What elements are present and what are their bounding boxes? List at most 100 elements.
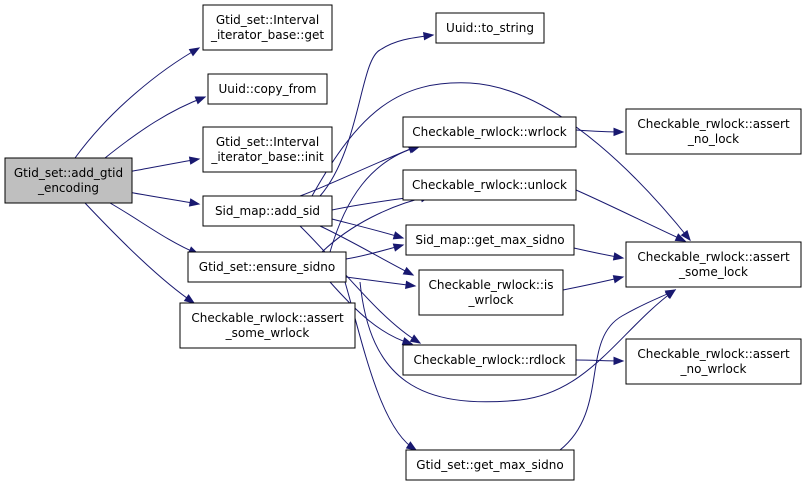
- edge-line: [345, 276, 416, 287]
- edge-line: [109, 202, 199, 255]
- edge-wrlock-to-assert_no_lock: [575, 127, 625, 137]
- edge-ensure_sidno-to-sid_get_max: [345, 243, 405, 260]
- edge-line: [329, 281, 413, 345]
- node-box: [418, 269, 564, 316]
- node-rdlock[interactable]: Checkable_rwlock::rdlock: [402, 344, 577, 376]
- node-ensure-sidno[interactable]: Gtid_set::ensure_sidno: [187, 251, 347, 283]
- node-iter-get[interactable]: Gtid_set::Interval_iterator_base::get: [202, 4, 333, 51]
- node-box: [435, 12, 545, 44]
- edge-unlock-to-assert_some_lock: [575, 189, 687, 242]
- node-label: Gtid_set::get_max_sidno: [416, 458, 563, 472]
- nodes-layer: Gtid_set::add_gtid_encoding Gtid_set::Int…: [4, 4, 802, 481]
- edge-arrowhead: [188, 156, 201, 165]
- edge-sid_add-to-sid_get_max: [331, 218, 405, 240]
- edge-arrowhead: [664, 289, 677, 299]
- node-label: Checkable_rwlock::rdlock: [413, 353, 565, 367]
- node-assert-some-lock[interactable]: Checkable_rwlock::assert_some_lock: [625, 241, 802, 288]
- node-gtid-get-max[interactable]: Gtid_set::get_max_sidno: [405, 449, 575, 481]
- edge-sid_add-to-uuid_to_string: [319, 32, 435, 197]
- edge-root-to-assert_some_wrlock: [84, 202, 196, 304]
- node-box: [207, 73, 328, 105]
- edge-line: [319, 225, 414, 276]
- edge-root-to-sid_add: [127, 191, 201, 207]
- node-label: Gtid_set::ensure_sidno: [199, 260, 335, 274]
- edge-arrowhead: [183, 294, 196, 304]
- node-box: [625, 338, 802, 385]
- edge-line: [104, 96, 206, 159]
- node-wrlock[interactable]: Checkable_rwlock::wrlock: [402, 116, 577, 148]
- node-box: [187, 251, 347, 283]
- edge-arrowhead: [612, 275, 625, 284]
- node-uuid-to-string[interactable]: Uuid::to_string: [435, 12, 545, 44]
- node-box: [402, 169, 577, 201]
- edge-root-to-iter_get: [74, 47, 201, 159]
- node-label: _iterator_base::get: [210, 28, 324, 42]
- node-box: [405, 224, 575, 256]
- edge-arrowhead: [680, 229, 691, 242]
- edge-arrowhead: [392, 243, 405, 252]
- node-box: [625, 241, 802, 288]
- edge-line: [299, 225, 421, 344]
- node-sid-add[interactable]: Sid_map::add_sid: [202, 195, 333, 227]
- node-label: Checkable_rwlock::is: [428, 278, 553, 292]
- edge-sid_add-to-is_wrlock: [319, 225, 415, 276]
- node-box: [402, 344, 577, 376]
- node-label: _some_wrlock: [225, 326, 310, 340]
- node-label: Checkable_rwlock::assert: [637, 347, 790, 361]
- node-sid-get-max[interactable]: Sid_map::get_max_sidno: [405, 224, 575, 256]
- edges-layer: [74, 32, 691, 451]
- edge-arrowhead: [613, 356, 625, 366]
- node-iter-init[interactable]: Gtid_set::Interval_iterator_base::init: [202, 126, 333, 173]
- edge-line: [311, 82, 691, 241]
- edge-sid_get_max-to-assert_some_lock: [573, 247, 625, 261]
- edge-arrowhead: [401, 337, 414, 346]
- edge-arrowhead: [194, 96, 207, 105]
- edge-arrowhead: [409, 334, 422, 344]
- node-label: Uuid::copy_from: [218, 82, 316, 96]
- edge-root-to-uuid_copy: [104, 96, 207, 159]
- node-label: _encoding: [37, 181, 99, 195]
- edge-arrowhead: [674, 233, 687, 242]
- node-label: Gtid_set::Interval: [216, 135, 319, 149]
- edge-gtid_get_max-to-assert_some_lock: [559, 289, 677, 451]
- edge-line: [329, 145, 421, 253]
- edge-arrowhead: [392, 231, 405, 240]
- node-box: [402, 116, 577, 148]
- node-label: _no_wrlock: [680, 362, 747, 376]
- edge-root-to-ensure_sidno: [109, 202, 200, 255]
- edge-arrowhead: [613, 127, 625, 137]
- edge-arrowhead: [188, 198, 201, 207]
- edge-root-to-iter_init: [127, 156, 201, 173]
- node-box: [405, 449, 575, 481]
- node-root[interactable]: Gtid_set::add_gtid_encoding: [4, 157, 133, 204]
- node-assert-no-wrlock[interactable]: Checkable_rwlock::assert_no_wrlock: [625, 338, 802, 385]
- edge-sid_add-to-assert_some_lock: [311, 82, 691, 242]
- edge-line: [559, 289, 676, 451]
- edge-sid_add-to-rdlock: [299, 225, 422, 344]
- node-uuid-copy[interactable]: Uuid::copy_from: [207, 73, 328, 105]
- node-assert-some-wrlock[interactable]: Checkable_rwlock::assert_some_wrlock: [179, 302, 356, 349]
- edge-arrowhead: [405, 280, 417, 289]
- edge-arrowhead: [188, 47, 201, 57]
- node-box: [202, 126, 333, 173]
- edge-arrowhead: [423, 32, 435, 41]
- edge-line: [127, 158, 200, 173]
- node-label: Checkable_rwlock::assert: [637, 117, 790, 131]
- node-assert-no-lock[interactable]: Checkable_rwlock::assert_no_lock: [625, 108, 802, 155]
- edge-line: [359, 281, 676, 403]
- node-label: Checkable_rwlock::unlock: [412, 178, 567, 192]
- node-label: Checkable_rwlock::assert: [191, 311, 344, 325]
- node-label: _wrlock: [468, 293, 514, 307]
- node-is-wrlock[interactable]: Checkable_rwlock::is_wrlock: [418, 269, 564, 316]
- edge-ensure_sidno-to-rdlock: [329, 281, 414, 346]
- edge-arrowhead: [405, 441, 418, 451]
- node-box: [625, 108, 802, 155]
- edge-arrowhead: [612, 252, 625, 261]
- node-label: _some_lock: [678, 265, 748, 279]
- node-label: Gtid_set::add_gtid: [14, 166, 123, 180]
- edge-arrowhead: [402, 266, 415, 276]
- node-box: [202, 195, 333, 227]
- node-unlock[interactable]: Checkable_rwlock::unlock: [402, 169, 577, 201]
- edge-line: [74, 47, 200, 159]
